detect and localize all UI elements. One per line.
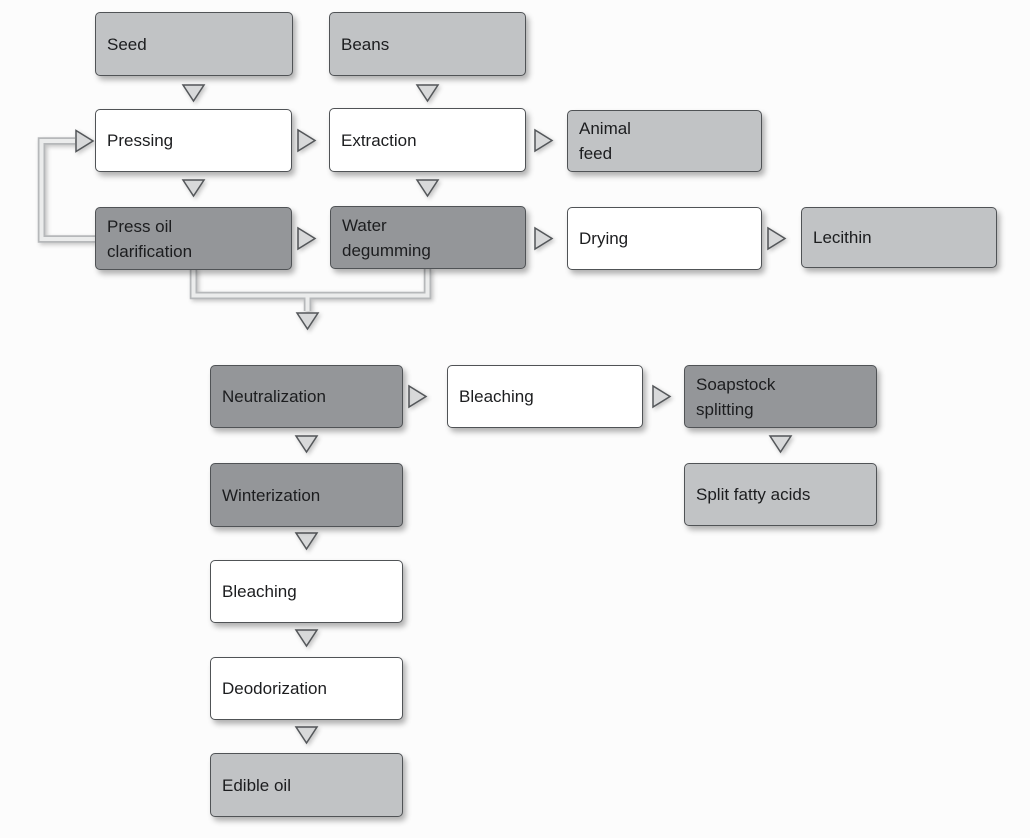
node-split-fatty-acids: Split fatty acids	[684, 463, 877, 526]
arrow-down-neutralization-winterization	[294, 435, 319, 454]
node-neutralization: Neutralization	[210, 365, 403, 428]
node-label: Deodorization	[222, 679, 327, 698]
arrow-down-merge-neutralization	[295, 312, 320, 331]
loop-connector	[37, 137, 95, 243]
node-label: Drying	[579, 229, 629, 248]
arrow-right-pressing-extraction	[297, 128, 317, 153]
node-label: Seed	[107, 34, 147, 54]
arrow-right-bleaching-soapstock	[652, 384, 672, 409]
node-label: Bleaching	[459, 387, 534, 406]
node-extraction: Extraction	[329, 108, 526, 172]
arrow-down-soapstock-splitfatty	[768, 435, 793, 454]
node-label: Winterization	[222, 485, 321, 505]
node-press-oil-clarification: Press oil clarification	[95, 207, 292, 270]
node-label: Extraction	[341, 130, 417, 150]
node-beans: Beans	[329, 12, 526, 76]
arrow-down-pressing-clarification	[181, 179, 206, 198]
node-animal-feed: Animal feed	[567, 110, 762, 172]
node-label: Bleaching	[222, 582, 297, 601]
arrow-down-bleaching-deodorization	[294, 629, 319, 648]
node-label: Edible oil	[222, 775, 291, 795]
arrow-down-beans-extraction	[415, 84, 440, 103]
arrow-down-deodorization-edibleoil	[294, 726, 319, 745]
arrow-down-seed-pressing	[181, 84, 206, 103]
node-soapstock-splitting: Soapstock splitting	[684, 365, 877, 428]
node-pressing: Pressing	[95, 109, 292, 172]
node-winterization: Winterization	[210, 463, 403, 527]
node-seed: Seed	[95, 12, 293, 76]
node-drying: Drying	[567, 207, 762, 270]
node-label: Beans	[341, 34, 390, 54]
node-deodorization: Deodorization	[210, 657, 403, 720]
node-label: Soapstock splitting	[696, 374, 776, 419]
node-bleaching-2: Bleaching	[210, 560, 403, 623]
merge-connector	[189, 268, 432, 300]
arrow-right-drying-lecithin	[767, 226, 787, 251]
node-label: Split fatty acids	[696, 485, 811, 504]
node-label: Water degumming	[342, 215, 431, 260]
node-label: Lecithin	[813, 228, 872, 247]
arrow-down-extraction-degumming	[415, 179, 440, 198]
node-water-degumming: Water degumming	[330, 206, 526, 269]
node-label: Pressing	[107, 131, 174, 150]
arrow-right-neutralization-bleaching	[408, 384, 428, 409]
arrow-right-degumming-drying	[534, 226, 554, 251]
node-bleaching-1: Bleaching	[447, 365, 643, 428]
arrow-right-loop-pressing	[75, 129, 95, 153]
arrow-right-extraction-animalfeed	[534, 128, 554, 153]
node-label: Animal feed	[579, 119, 631, 163]
arrow-down-winterization-bleaching	[294, 532, 319, 551]
node-label: Neutralization	[222, 387, 326, 406]
pipe-highlights	[39, 139, 430, 311]
node-edible-oil: Edible oil	[210, 753, 403, 817]
arrow-right-clarification-degumming	[297, 226, 317, 251]
node-label: Press oil clarification	[107, 216, 193, 261]
node-lecithin: Lecithin	[801, 207, 997, 268]
